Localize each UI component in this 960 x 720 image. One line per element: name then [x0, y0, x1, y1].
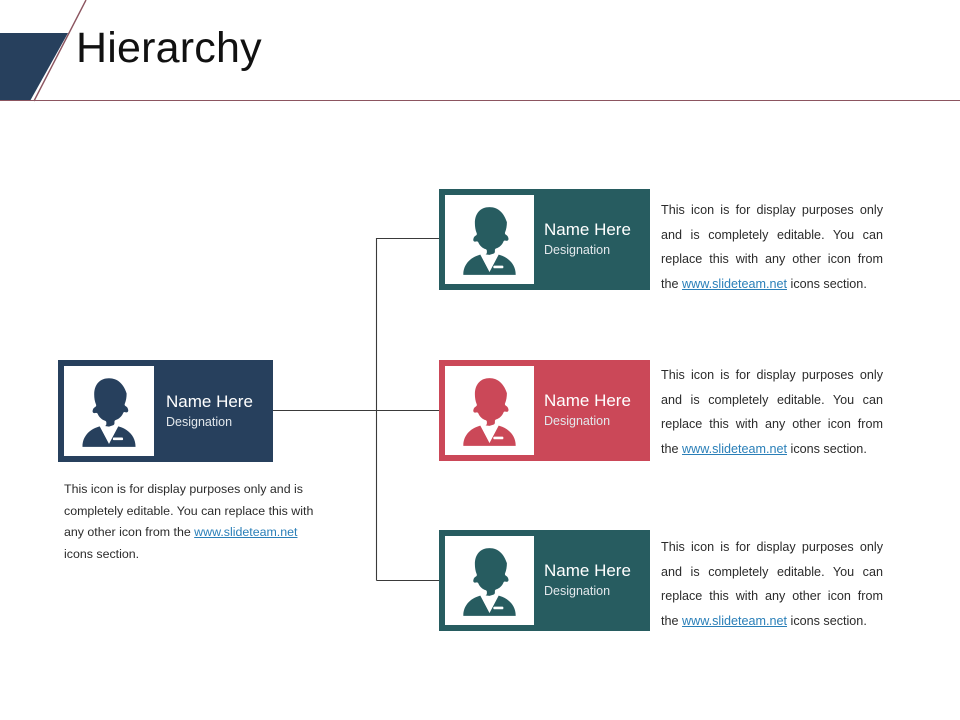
slideteam-link-child-3[interactable]: www.slideteam.net: [682, 613, 788, 628]
node-text-child-1: Name Here Designation: [534, 195, 631, 284]
person-business-woman-icon: [445, 366, 534, 455]
node-card-child-1[interactable]: Name Here Designation: [439, 189, 650, 290]
page-title: Hierarchy: [76, 24, 262, 72]
slideteam-link-child-1[interactable]: www.slideteam.net: [682, 276, 788, 291]
slideteam-link-root[interactable]: www.slideteam.net: [194, 525, 298, 539]
node-designation-root: Designation: [166, 414, 233, 429]
slideteam-link-child-2[interactable]: www.slideteam.net: [682, 441, 788, 456]
node-name-child-2: Name Here: [544, 391, 631, 410]
node-designation-child-1: Designation: [544, 243, 611, 257]
description-child-3-text-after: icons section.: [787, 613, 867, 628]
node-card-child-2[interactable]: Name Here Designation: [439, 360, 650, 461]
node-designation-child-3: Designation: [544, 584, 611, 598]
description-child-2-text-after: icons section.: [787, 441, 867, 456]
description-root-text-before: This icon is for display purposes only a…: [64, 482, 314, 539]
node-designation-child-2: Designation: [544, 414, 611, 428]
person-business-woman-icon: [445, 536, 534, 625]
description-root: This icon is for display purposes only a…: [64, 479, 320, 565]
node-text-root: Name Here Designation: [154, 366, 253, 456]
slide-header: Hierarchy: [0, 0, 960, 104]
description-child-1: This icon is for display purposes only a…: [661, 198, 883, 296]
node-text-child-3: Name Here Designation: [534, 536, 631, 625]
description-child-3: This icon is for display purposes only a…: [661, 535, 883, 633]
header-divider-rule: [0, 100, 960, 101]
node-card-root[interactable]: Name Here Designation: [58, 360, 273, 462]
description-child-1-text-after: icons section.: [787, 276, 867, 291]
person-business-woman-icon: [445, 195, 534, 284]
node-card-child-3[interactable]: Name Here Designation: [439, 530, 650, 631]
description-child-3-text-before: This icon is for display purposes only a…: [661, 540, 883, 628]
description-child-1-text-before: This icon is for display purposes only a…: [661, 203, 883, 291]
node-name-child-3: Name Here: [544, 561, 631, 580]
node-name-child-1: Name Here: [544, 220, 631, 239]
description-child-2: This icon is for display purposes only a…: [661, 363, 883, 461]
description-root-text-after: icons section.: [64, 546, 140, 561]
description-child-2-text-before: This icon is for display purposes only a…: [661, 368, 883, 456]
header-diagonal-line-decoration: [0, 0, 118, 102]
person-business-woman-icon: [64, 366, 154, 456]
node-text-child-2: Name Here Designation: [534, 366, 631, 455]
node-name-root: Name Here: [166, 391, 253, 411]
